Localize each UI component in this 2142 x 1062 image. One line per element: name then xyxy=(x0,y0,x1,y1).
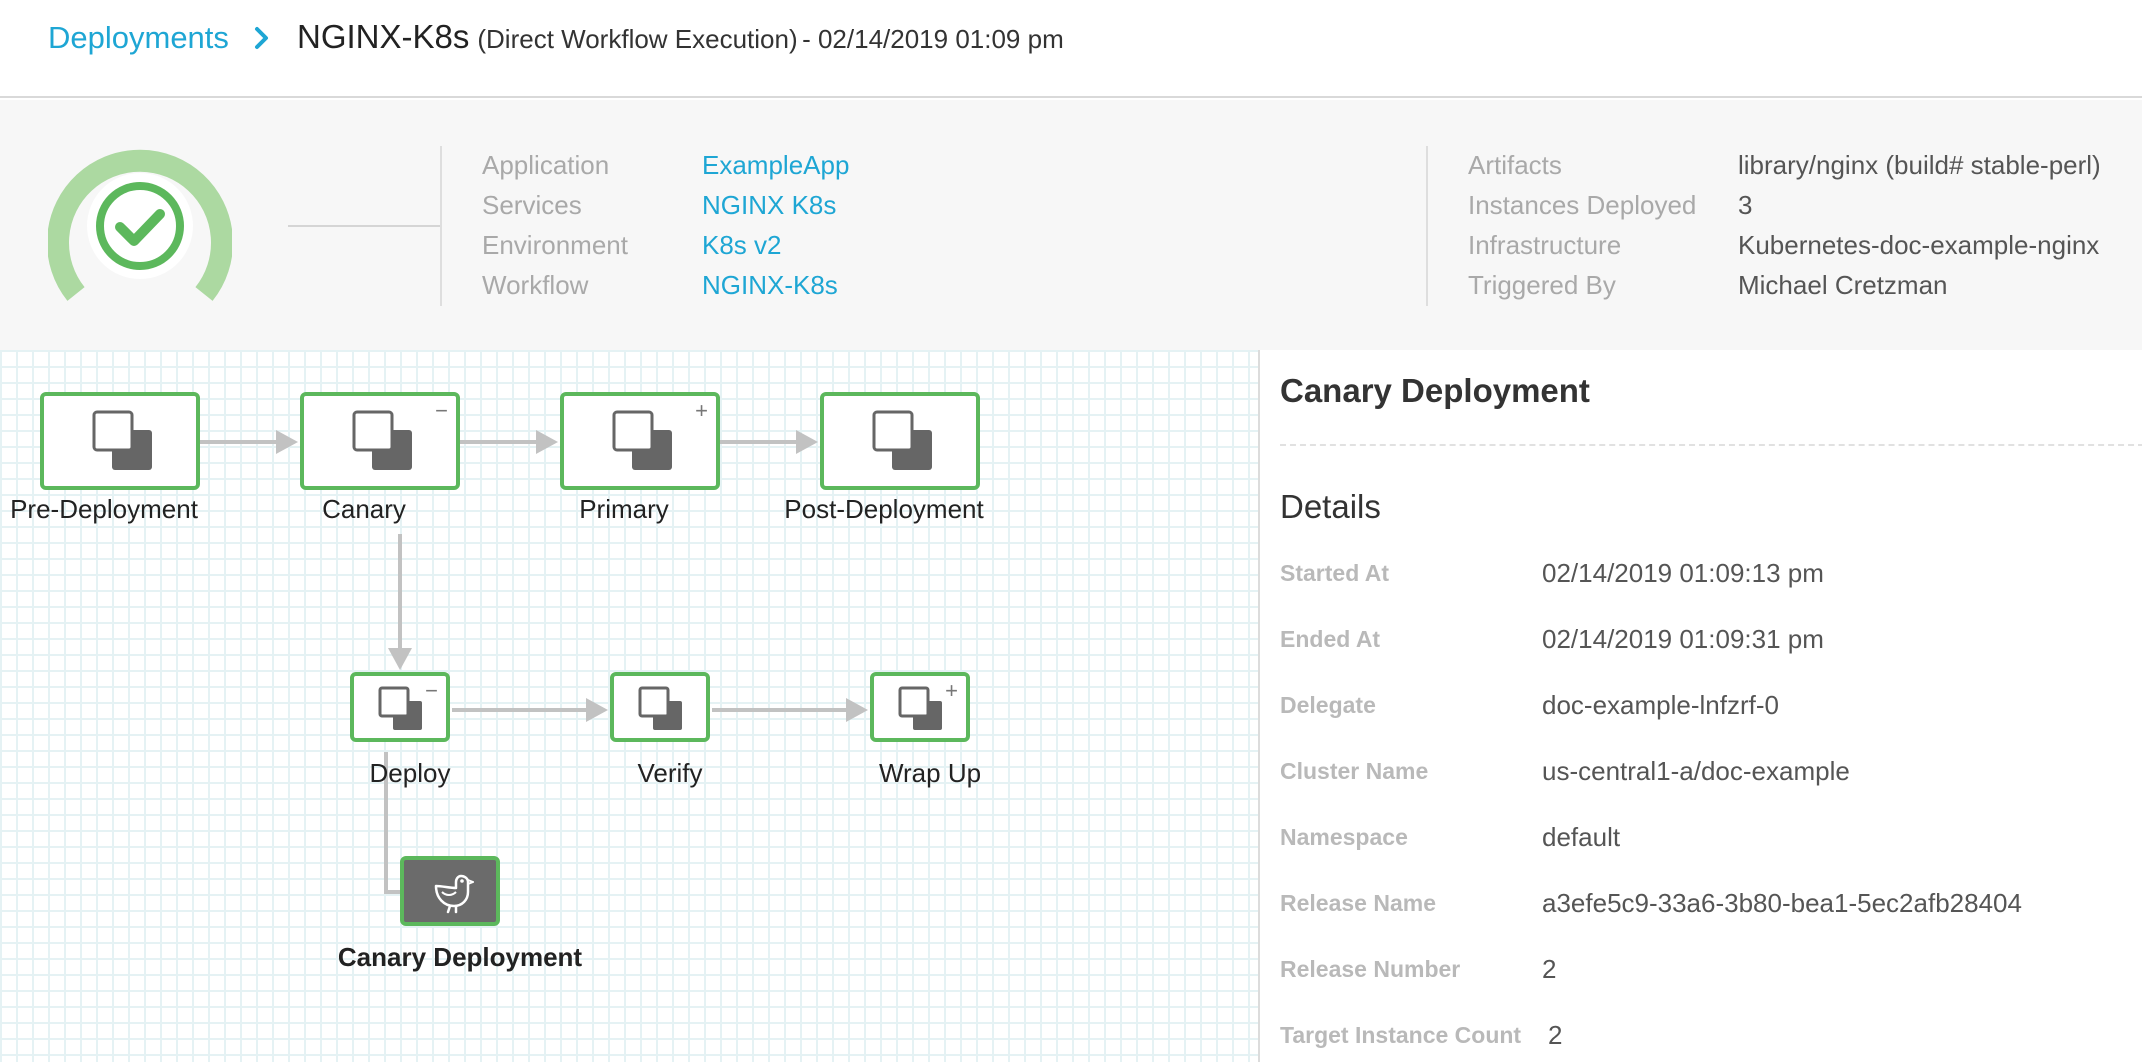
details-heading: Details xyxy=(1280,488,1381,525)
page-header: Deployments NGINX-K8s(Direct Workflow Ex… xyxy=(0,0,2142,98)
step-icon xyxy=(378,686,422,730)
application-label: Application xyxy=(482,150,610,180)
arrow-head xyxy=(536,430,558,454)
phase-label: Primary xyxy=(579,494,669,524)
collapse-toggle[interactable]: − xyxy=(435,398,448,423)
step-node-deploy[interactable]: − xyxy=(350,672,450,742)
application-link[interactable]: ExampleApp xyxy=(702,150,850,180)
artifacts-label: Artifacts xyxy=(1468,150,1562,180)
arrow-head xyxy=(388,648,412,670)
step-node-verify[interactable] xyxy=(610,672,710,742)
detail-value: 2 xyxy=(1542,954,1557,984)
workflow-link[interactable]: NGINX-K8s xyxy=(702,270,838,300)
detail-value: us-central1-a/doc-example xyxy=(1542,756,1850,786)
step-node-canary-deployment[interactable] xyxy=(400,856,500,926)
phase-label: Canary xyxy=(322,494,406,524)
phase-icon xyxy=(92,410,152,470)
arrow-head xyxy=(796,430,818,454)
panel-divider xyxy=(1280,444,2142,446)
step-label: Deploy xyxy=(369,758,451,788)
environment-link[interactable]: K8s v2 xyxy=(702,230,782,260)
phase-node-pre-deployment[interactable] xyxy=(40,392,200,490)
detail-label: Release Name xyxy=(1280,890,1436,916)
workflow-label: Workflow xyxy=(482,270,589,300)
phase-label: Pre-Deployment xyxy=(10,494,198,524)
detail-value: doc-example-lnfzrf-0 xyxy=(1542,690,1779,720)
step-node-wrap-up[interactable]: + xyxy=(870,672,970,742)
infrastructure-label: Infrastructure xyxy=(1468,230,1622,260)
instances-deployed-label: Instances Deployed xyxy=(1468,190,1697,220)
phase-node-canary[interactable]: − xyxy=(300,392,460,490)
detail-label: Release Number xyxy=(1280,956,1461,982)
detail-value: 02/14/2019 01:09:13 pm xyxy=(1542,558,1824,588)
graph-edges xyxy=(200,430,868,894)
execution-date: - 02/14/2019 01:09 pm xyxy=(802,24,1064,54)
step-icon xyxy=(898,686,942,730)
summary-divider xyxy=(1426,146,1428,306)
workflow-name: NGINX-K8s xyxy=(297,18,470,55)
triggered-by-label: Triggered By xyxy=(1468,270,1616,300)
phase-label: Post-Deployment xyxy=(784,494,984,524)
step-label: Canary Deployment xyxy=(337,942,583,972)
edge-connector xyxy=(384,752,400,894)
services-label: Services xyxy=(482,190,582,220)
detail-label: Delegate xyxy=(1280,692,1376,718)
arrow-head xyxy=(846,698,868,722)
detail-value: 2 xyxy=(1548,1020,1563,1050)
detail-label: Ended At xyxy=(1280,626,1381,652)
page-title: NGINX-K8s(Direct Workflow Execution) - 0… xyxy=(297,18,1064,56)
phase-node-post-deployment[interactable] xyxy=(820,392,980,490)
chevron-right-icon xyxy=(255,27,268,49)
artifacts-value: library/nginx (build# stable-perl) xyxy=(1738,150,2101,180)
detail-value: 02/14/2019 01:09:31 pm xyxy=(1542,624,1824,654)
detail-label: Started At xyxy=(1280,560,1390,586)
phase-icon xyxy=(612,410,672,470)
summary-divider xyxy=(440,146,442,306)
expand-toggle[interactable]: + xyxy=(695,398,708,423)
phase-icon xyxy=(872,410,932,470)
triggered-by-value: Michael Cretzman xyxy=(1738,270,1948,300)
detail-label: Target Instance Count xyxy=(1280,1022,1522,1048)
phase-icon xyxy=(352,410,412,470)
detail-value: a3efe5c9-33a6-3b80-bea1-5ec2afb28404 xyxy=(1542,888,2022,918)
bird-icon xyxy=(434,874,474,914)
arrow-head xyxy=(276,430,298,454)
expand-toggle[interactable]: + xyxy=(945,678,958,703)
environment-label: Environment xyxy=(482,230,628,260)
phase-node-primary[interactable]: + xyxy=(560,392,720,490)
detail-value: default xyxy=(1542,822,1621,852)
step-details-panel: Canary Deployment Details Started At 02/… xyxy=(1258,350,2142,1062)
step-label: Wrap Up xyxy=(878,758,982,788)
detail-label: Namespace xyxy=(1280,824,1408,850)
execution-type: (Direct Workflow Execution) xyxy=(477,24,798,54)
instances-deployed-value: 3 xyxy=(1738,190,1753,220)
summary-connector-line xyxy=(288,225,440,227)
step-label: Verify xyxy=(637,758,703,788)
arrow-head xyxy=(586,698,608,722)
breadcrumb-deployments-link[interactable]: Deployments xyxy=(48,20,229,55)
collapse-toggle[interactable]: − xyxy=(425,678,438,703)
services-link[interactable]: NGINX K8s xyxy=(702,190,837,220)
step-icon xyxy=(638,686,682,730)
success-status-icon xyxy=(48,149,232,301)
execution-summary: Application ExampleApp Services NGINX K8… xyxy=(0,100,2142,350)
detail-label: Cluster Name xyxy=(1280,758,1429,784)
infrastructure-value: Kubernetes-doc-example-nginx xyxy=(1738,230,2100,260)
panel-title: Canary Deployment xyxy=(1280,372,1590,409)
